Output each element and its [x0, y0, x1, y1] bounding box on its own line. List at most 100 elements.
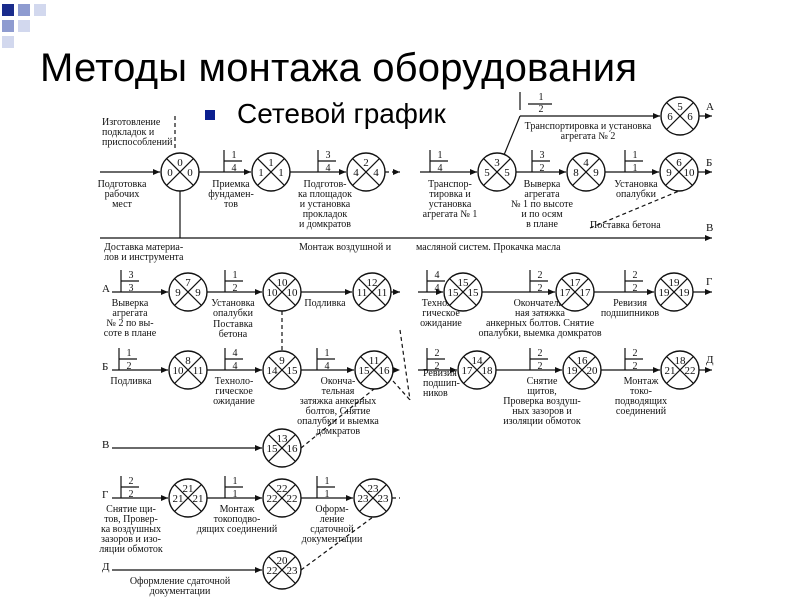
node-number: 20: [277, 555, 289, 567]
node-early-time: 14: [267, 365, 279, 377]
node-number: 16: [577, 355, 589, 367]
fraction-denominator: 4: [438, 163, 443, 174]
fraction-denominator: 2: [538, 361, 543, 372]
node-late-time: 0: [187, 167, 193, 179]
activity-label: зазоров и изо-: [101, 534, 161, 545]
node-divider: [352, 158, 380, 186]
node-number: 12: [367, 277, 378, 289]
fraction-numerator: 2: [633, 270, 638, 281]
fraction-denominator: 2: [233, 283, 238, 294]
arrowhead-icon: [346, 495, 353, 501]
activity-label: опалубки: [616, 189, 657, 200]
activity-label: фундамен-: [208, 189, 254, 200]
node-number: 18: [675, 355, 687, 367]
activity-label: Подготов-: [303, 179, 346, 190]
activity-label: Поставка: [213, 319, 253, 330]
dependency-dashed-line: [392, 380, 411, 401]
activity-label: ляции обмоток: [99, 544, 163, 555]
activity-label: Приемка: [212, 179, 250, 190]
fraction-numerator: 1: [539, 92, 544, 103]
dependency-dashed-line: [300, 516, 374, 571]
activity-label: документации: [150, 586, 211, 597]
fraction-numerator: 1: [438, 150, 443, 161]
row-letter: А: [102, 283, 110, 295]
arrowhead-icon: [436, 289, 443, 295]
node-late-time: 17: [580, 287, 592, 299]
activity-label: Транспортировка и установка: [525, 121, 652, 132]
activity-label: ников: [423, 388, 448, 399]
fraction-denominator: 1: [325, 489, 330, 500]
arrowhead-icon: [255, 495, 262, 501]
activity-label: агрегата № 2: [561, 131, 616, 142]
activity-label: ная затяжка: [515, 308, 565, 319]
activity-label: № 2 по вы-: [106, 318, 153, 329]
node-divider: [572, 158, 600, 186]
fraction-numerator: 1: [325, 348, 330, 359]
activity-label: Выверка: [112, 298, 149, 309]
node-divider: [483, 158, 511, 186]
node-number: 17: [570, 277, 582, 289]
activity-label: токо-: [630, 386, 652, 397]
dependency-dashed-line: [300, 388, 375, 449]
fraction-denominator: 1: [233, 489, 238, 500]
arrowhead-icon: [161, 289, 168, 295]
arrowhead-icon: [393, 169, 400, 175]
activity-label: лов и инструмента: [104, 252, 184, 263]
arrowhead-icon: [244, 169, 251, 175]
node-divider: [660, 278, 688, 306]
node-late-time: 15: [287, 365, 299, 377]
row-letter: Б: [102, 361, 108, 373]
activity-label: подводящих: [615, 396, 667, 407]
node-number: 10: [277, 277, 289, 289]
activity-label: гическое: [422, 308, 460, 319]
fraction-denominator: 2: [539, 104, 544, 115]
arrowhead-icon: [548, 289, 555, 295]
node-number: 14: [472, 355, 484, 367]
fraction-numerator: 1: [233, 270, 238, 281]
activity-label: анкерных болтов. Снятие: [486, 318, 595, 329]
activity-label: документации: [302, 534, 363, 545]
node-late-time: 11: [377, 287, 388, 299]
fraction-numerator: 2: [435, 348, 440, 359]
arrowhead-icon: [345, 289, 352, 295]
activity-label: Оконча-: [321, 376, 356, 387]
activity-label: ка площадок: [298, 189, 352, 200]
corner-square: [34, 4, 46, 16]
arrowhead-icon: [255, 289, 262, 295]
activity-label: ожидание: [420, 318, 462, 329]
node-number: 15: [458, 277, 470, 289]
arrowhead-icon: [559, 169, 566, 175]
node-late-time: 5: [504, 167, 510, 179]
activity-label: ление: [320, 514, 345, 525]
node-early-time: 19: [567, 365, 579, 377]
node-early-time: 6: [667, 111, 673, 123]
node-divider: [174, 484, 202, 512]
activity-label: Изготовление: [102, 117, 161, 128]
activity-label: Ревизия: [613, 298, 647, 309]
node-divider: [449, 278, 477, 306]
fraction-numerator: 3: [540, 150, 545, 161]
fraction-numerator: 3: [129, 270, 134, 281]
activity-label: Подготовка: [98, 179, 147, 190]
node-late-time: 4: [373, 167, 379, 179]
slide-title: Методы монтажа оборудования: [40, 46, 638, 90]
activity-label: Окончатель-: [514, 298, 567, 309]
node-divider: [268, 484, 296, 512]
node-early-time: 15: [448, 287, 460, 299]
node-number: 8: [185, 355, 191, 367]
activity-label: агрегата: [524, 189, 560, 200]
activity-label: тировка и: [429, 189, 471, 200]
fraction-denominator: 2: [633, 283, 638, 294]
row-letter: В: [102, 439, 109, 451]
arrowhead-icon: [647, 289, 654, 295]
corner-square: [18, 20, 30, 32]
node-number: 9: [279, 355, 285, 367]
node-divider: [268, 356, 296, 384]
node-early-time: 21: [665, 365, 676, 377]
node-early-time: 22: [267, 565, 278, 577]
node-number: 3: [494, 157, 500, 169]
node-late-time: 16: [379, 365, 391, 377]
activity-label: подшип-: [423, 378, 460, 389]
node-number: 21: [183, 483, 194, 495]
node-late-time: 20: [587, 365, 599, 377]
